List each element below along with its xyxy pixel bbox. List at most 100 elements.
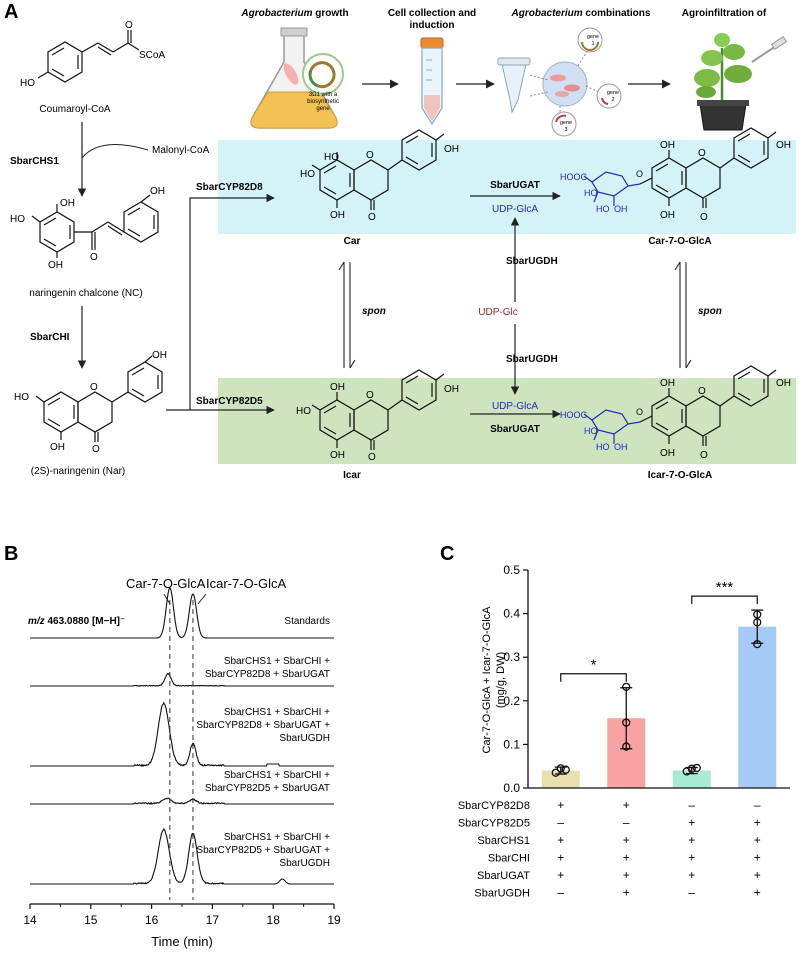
gene-tag-2-label: gene (607, 90, 619, 96)
enzyme-chi: SbarCHI (30, 332, 70, 343)
condition-sign: + (557, 833, 564, 847)
trace-label-1-line1: Standards (284, 616, 330, 627)
atom-ho-coumaroyl: HO (20, 78, 35, 89)
condition-row-label: SbarCHI (488, 853, 530, 865)
atom-ho-nar: HO (14, 392, 29, 403)
gene-tag-3-num: 3 (564, 127, 567, 133)
condition-sign: + (754, 886, 761, 900)
atom-o-car-glca-link: O (636, 169, 643, 179)
atom-oh-nc-1: OH (60, 198, 75, 209)
trace-label-4-line2: SbarCYP82D5 + SbarUGAT (205, 783, 330, 794)
chromatogram-tick-19: 19 (327, 913, 341, 927)
structure-icar (311, 369, 445, 450)
structure-coumaroyl-coa (37, 30, 140, 83)
compound-icar: Icar (343, 470, 361, 481)
atom-o-car-ring: O (366, 150, 374, 161)
atom-oh-car-1: OH (444, 144, 459, 155)
trace-label-2-line1: SbarCHS1 + SbarCHI + (224, 656, 330, 667)
condition-sign: + (688, 868, 695, 882)
cofactor-udp-glc: UDP-Glc (478, 307, 517, 318)
atom-o-car: O (368, 212, 376, 223)
data-point (622, 742, 631, 751)
significance-label-1: * (591, 657, 597, 674)
trace-label-5-line3: SbarUGDH (279, 858, 330, 869)
condition-sign: + (688, 833, 695, 847)
condition-sign: + (557, 798, 564, 812)
workflow: Agrobacterium growth Cell collection and… (240, 8, 788, 137)
workflow-step-4-line1: Agroinfiltration of (682, 8, 767, 19)
atom-o-nar: O (92, 444, 100, 455)
atom-scoa: SCoA (139, 50, 165, 61)
compound-naringenin-chalcone: naringenin chalcone (NC) (29, 288, 142, 299)
label-spon-left: spon (362, 306, 386, 317)
peak-pointer-2 (197, 593, 207, 605)
atom-oh-car-2: OH (330, 210, 345, 221)
arrow-cyp82d8 (189, 193, 275, 410)
atom-o-icar-ring: O (366, 390, 374, 401)
compound-naringenin: (2S)-naringenin (Nar) (31, 466, 125, 477)
atom-oh-car-glca-b: OH (776, 140, 791, 151)
data-point (622, 682, 631, 691)
bottom-pathway-band (218, 378, 796, 464)
condition-sign: + (557, 868, 564, 882)
enzyme-ugat-bottom: SbarUGAT (490, 424, 540, 435)
condition-sign: + (623, 798, 630, 812)
atom-ho-icar-glca-1: HO (584, 426, 598, 436)
condition-sign: – (754, 798, 761, 812)
condition-sign: – (688, 798, 695, 812)
bar-ytick-label: 0.2 (503, 694, 520, 708)
atom-oh-icar-1: OH (444, 384, 459, 395)
panel-label-b: B (4, 543, 18, 565)
data-point (687, 764, 696, 773)
workflow-step-2-line2: induction (410, 20, 455, 31)
plasmid-label-1: 3Ω1 with a (309, 92, 338, 98)
chromatogram-x-axis (29, 903, 335, 909)
bar-ylabel: Car-7-O-GlcA + Icar-7-O-GlcA (mg/g, DW) (481, 606, 507, 754)
panel-label-a: A (4, 1, 18, 23)
bar-ytick-label: 0.1 (503, 737, 520, 751)
data-point (753, 610, 762, 619)
plasmid-label-3: gene (316, 106, 330, 112)
structure-car (311, 129, 445, 210)
bar-chart: **** (541, 579, 777, 788)
chromatogram-tick-14: 14 (23, 913, 37, 927)
condition-sign: + (754, 816, 761, 830)
bar-y-axis: 0.00.10.20.30.40.5 (503, 563, 790, 795)
enzyme-chs: SbarCHS1 (10, 156, 59, 167)
atom-oh-nar-2: OH (50, 442, 65, 453)
compound-car-glca: Car-7-O-GlcA (648, 236, 711, 247)
atom-oh-icar-glca-sugar: OH (614, 442, 628, 452)
atom-ho-icar-glca-2: HO (596, 442, 610, 452)
top-pathway-band (218, 140, 796, 234)
atom-o-icar-glca: O (700, 450, 708, 461)
condition-sign: + (754, 851, 761, 865)
condition-sign: – (688, 886, 695, 900)
chromatogram-trace-4 (30, 797, 334, 806)
data-point (622, 718, 631, 727)
cofactor-malonyl-coa: Malonyl-CoA (152, 145, 210, 156)
trace-label-4-line1: SbarCHS1 + SbarCHI + (224, 770, 330, 781)
structure-icar-glca (583, 365, 777, 446)
atom-oh-icar-glca-b: OH (776, 378, 791, 389)
bar-ylabel-line1: Car-7-O-GlcA + Icar-7-O-GlcA (481, 606, 493, 754)
chromatogram-tick-17: 17 (206, 913, 220, 927)
compound-icar-glca: Icar-7-O-GlcA (648, 470, 712, 481)
condition-sign: + (557, 851, 564, 865)
data-point (753, 618, 762, 627)
structure-naringenin-chalcone (31, 194, 159, 258)
condition-sign: + (623, 868, 630, 882)
gene-tag-1-label: gene (587, 34, 599, 40)
condition-row-label: SbarUGDH (474, 888, 530, 900)
data-point (692, 763, 701, 773)
bar-ylabel-line2: (mg/g, DW) (495, 652, 507, 708)
condition-sign: + (688, 816, 695, 830)
condition-sign: – (557, 886, 564, 900)
malonyl-arrow (81, 144, 149, 159)
condition-table: SbarCYP82D8++––SbarCYP82D5––++SbarCHS1++… (458, 798, 761, 900)
atom-ho-car-glca-2: HO (596, 204, 610, 214)
atom-o-icar: O (368, 452, 376, 463)
trace-label-3-line2: SbarCYP82D8 + SbarUGAT + (196, 720, 330, 731)
atom-oh-icar-3: OH (330, 450, 345, 461)
chromatogram-xlabel: Time (min) (151, 934, 213, 949)
label-spon-right: spon (698, 306, 722, 317)
